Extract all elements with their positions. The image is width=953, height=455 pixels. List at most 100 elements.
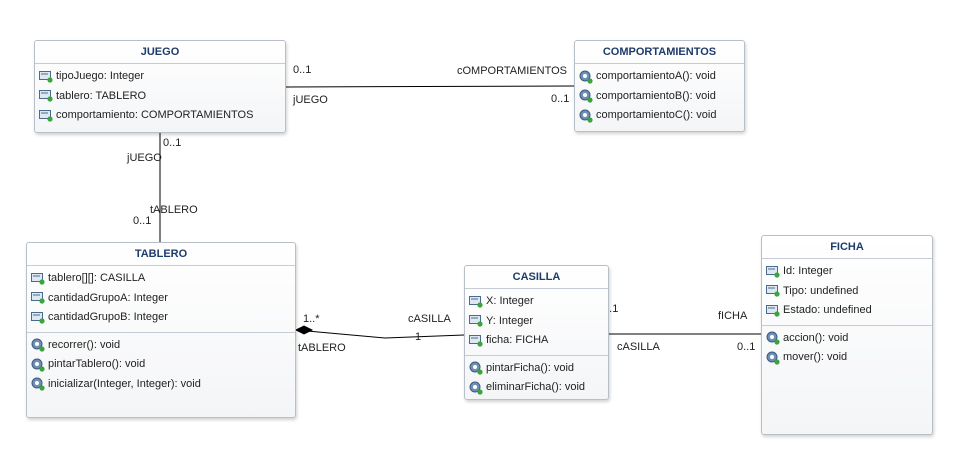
attributes-section: tipoJuego: Integer tablero: TABLERO comp… <box>35 64 285 130</box>
operation-label: eliminarFicha(): void <box>486 381 586 393</box>
role-ficha: fICHA <box>718 310 748 322</box>
mult-casilla: 1 <box>415 331 422 343</box>
operation-icon <box>766 351 780 365</box>
attribute-label: cantidadGrupoB: Integer <box>48 311 168 323</box>
mult-juego-tablero: 0..1 <box>163 137 182 149</box>
attribute-row[interactable]: tablero: TABLERO <box>35 87 285 107</box>
operation-row[interactable]: comportamientoB(): void <box>575 87 744 107</box>
role-tablero: tABLERO <box>150 204 198 216</box>
attribute-row[interactable]: cantidadGrupoA: Integer <box>27 289 295 309</box>
operation-row[interactable]: comportamientoA(): void <box>575 67 744 87</box>
attribute-icon <box>39 70 53 83</box>
composition-diamond <box>294 325 314 335</box>
attribute-label: comportamiento: COMPORTAMIENTOS <box>56 109 254 121</box>
mult-juego-comp: 0..1 <box>293 64 312 76</box>
operations-section: accion(): void mover(): void <box>762 324 932 372</box>
attribute-row[interactable]: X: Integer <box>465 292 608 312</box>
attribute-icon <box>39 109 53 122</box>
role-juego-comp: jUEGO <box>293 94 328 106</box>
attribute-row[interactable]: Y: Integer <box>465 312 608 332</box>
attribute-icon <box>469 315 483 327</box>
operation-label: pintarFicha(): void <box>486 361 575 374</box>
operation-icon <box>469 381 483 395</box>
attributes-section: Id: Integer Tipo: undefined Estado: unde… <box>762 259 932 325</box>
class-comportamientos[interactable]: COMPORTAMIENTOS comportamientoA(): void … <box>574 40 745 132</box>
operation-label: inicializar(Integer, Integer): void <box>48 377 201 390</box>
attribute-icon <box>31 272 45 285</box>
operation-icon <box>469 361 483 375</box>
attribute-icon <box>39 90 53 102</box>
attribute-icon <box>469 295 483 308</box>
class-casilla[interactable]: CASILLA X: Integer Y: Integer ficha: FIC… <box>464 265 609 400</box>
operation-label: comportamientoB(): void <box>596 89 716 102</box>
operation-label: mover(): void <box>783 351 848 363</box>
operation-icon <box>579 89 593 103</box>
operation-row[interactable]: inicializar(Integer, Integer): void <box>27 375 295 395</box>
role-juego-tablero: jUEGO <box>127 152 162 164</box>
attribute-label: Y: Integer <box>486 314 534 327</box>
operation-icon <box>31 377 45 391</box>
attribute-label: tablero[][]: CASILLA <box>48 272 146 284</box>
class-title: JUEGO <box>35 41 285 64</box>
attribute-icon <box>766 265 780 278</box>
attribute-row[interactable]: tipoJuego: Integer <box>35 67 285 87</box>
attribute-label: cantidadGrupoA: Integer <box>48 291 168 304</box>
attribute-row[interactable]: cantidadGrupoB: Integer <box>27 308 295 328</box>
operation-row[interactable]: accion(): void <box>762 329 932 349</box>
role-comportamientos: cOMPORTAMIENTOS <box>457 65 568 77</box>
attributes-section: X: Integer Y: Integer ficha: FICHA <box>465 289 608 355</box>
operation-label: comportamientoA(): void <box>596 70 716 82</box>
attribute-icon <box>31 292 45 304</box>
attribute-icon <box>766 304 780 317</box>
class-ficha[interactable]: FICHA Id: Integer Tipo: undefined Estado… <box>761 235 933 435</box>
class-tablero[interactable]: TABLERO tablero[][]: CASILLA cantidadGru… <box>26 242 296 418</box>
attribute-icon <box>766 285 780 297</box>
role-casilla-tablero: cASILLA <box>408 313 451 325</box>
operation-icon <box>579 70 593 84</box>
attribute-label: tipoJuego: Integer <box>56 70 145 82</box>
attribute-row[interactable]: Tipo: undefined <box>762 282 932 302</box>
operation-row[interactable]: pintarFicha(): void <box>465 359 608 379</box>
operation-label: pintarTablero(): void <box>48 358 146 370</box>
class-title: COMPORTAMIENTOS <box>575 41 744 64</box>
attribute-icon <box>31 311 45 324</box>
operation-icon <box>766 331 780 345</box>
mult-comp: 0..1 <box>551 93 570 105</box>
operation-label: recorrer(): void <box>48 338 121 351</box>
attribute-row[interactable]: ficha: FICHA <box>465 331 608 351</box>
class-title: FICHA <box>762 236 932 259</box>
attribute-row[interactable]: comportamiento: COMPORTAMIENTOS <box>35 106 285 126</box>
class-title: TABLERO <box>27 243 295 266</box>
attribute-row[interactable]: tablero[][]: CASILLA <box>27 269 295 289</box>
attribute-label: Tipo: undefined <box>783 284 859 297</box>
attribute-row[interactable]: Estado: undefined <box>762 301 932 321</box>
operation-icon <box>31 358 45 372</box>
class-juego[interactable]: JUEGO tipoJuego: Integer tablero: TABLER… <box>34 40 286 133</box>
assoc-tablero-casilla <box>295 329 465 339</box>
operation-row[interactable]: recorrer(): void <box>27 336 295 356</box>
operations-section: comportamientoA(): void comportamientoB(… <box>575 64 744 130</box>
attribute-label: Estado: undefined <box>783 304 872 316</box>
attribute-icon <box>469 334 483 347</box>
mult-tablero-casilla: 1..* <box>303 313 320 325</box>
operation-icon <box>31 338 45 352</box>
role-casilla-ficha: cASILLA <box>617 341 660 353</box>
operation-row[interactable]: comportamientoC(): void <box>575 106 744 126</box>
attributes-section: tablero[][]: CASILLA cantidadGrupoA: Int… <box>27 266 295 332</box>
operations-section: pintarFicha(): void eliminarFicha(): voi… <box>465 354 608 402</box>
assoc-juego-comportamientos <box>285 85 575 88</box>
attribute-label: tablero: TABLERO <box>56 89 147 102</box>
attribute-label: X: Integer <box>486 295 534 307</box>
operation-label: comportamientoC(): void <box>596 109 717 121</box>
class-title: CASILLA <box>465 266 608 289</box>
role-tablero-casilla: tABLERO <box>298 342 346 354</box>
operation-label: accion(): void <box>783 331 849 344</box>
operation-icon <box>579 109 593 123</box>
attribute-row[interactable]: Id: Integer <box>762 262 932 282</box>
operations-section: recorrer(): void pintarTablero(): void i… <box>27 331 295 399</box>
operation-row[interactable]: mover(): void <box>762 348 932 368</box>
operation-row[interactable]: eliminarFicha(): void <box>465 378 608 398</box>
attribute-label: Id: Integer <box>783 265 833 277</box>
operation-row[interactable]: pintarTablero(): void <box>27 355 295 375</box>
